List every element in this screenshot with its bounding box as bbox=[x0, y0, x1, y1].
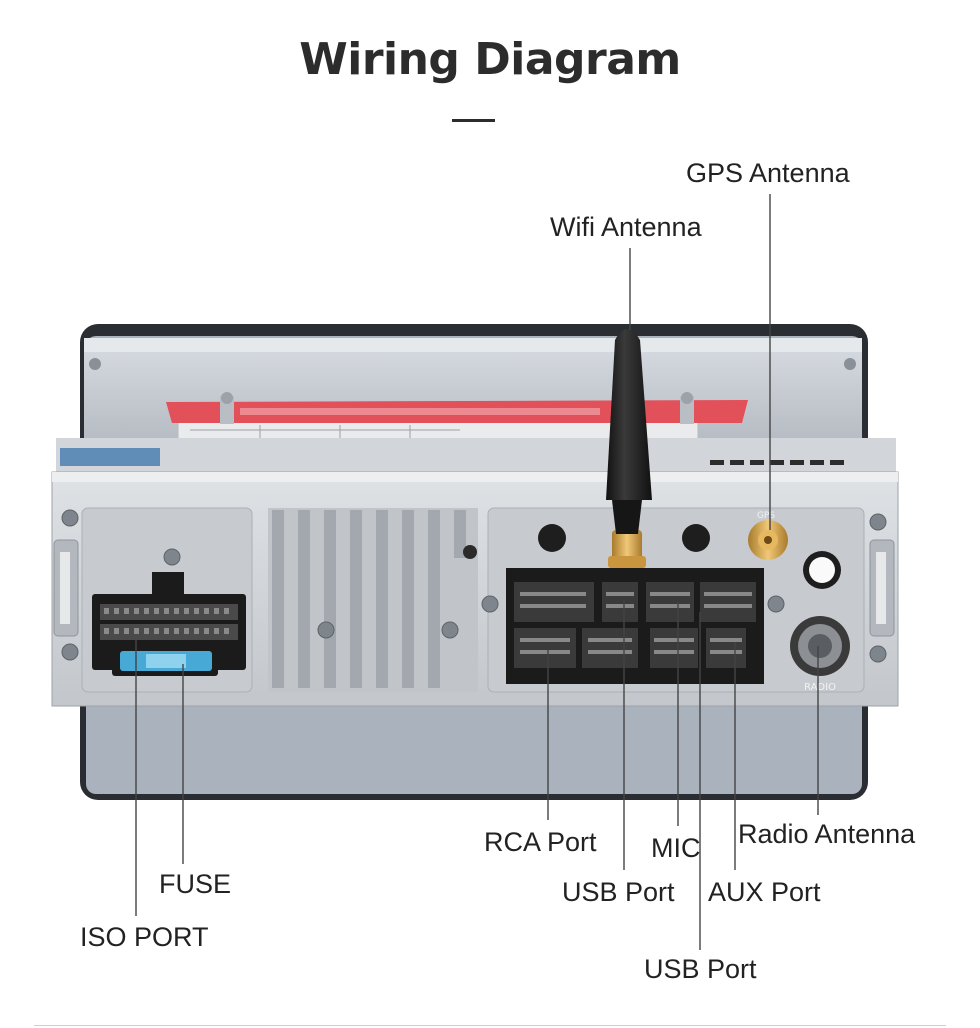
multi-connector-block bbox=[506, 568, 764, 684]
heatsink-fins bbox=[268, 508, 478, 692]
label-fuse: FUSE bbox=[159, 869, 232, 899]
leader-lines bbox=[135, 194, 819, 950]
label-iso-port: ISO PORT bbox=[80, 922, 209, 952]
gps-connector: GPS bbox=[748, 511, 788, 560]
label-aux-port: AUX Port bbox=[708, 877, 821, 907]
radio-antenna-socket: RADIO bbox=[790, 616, 850, 693]
screws bbox=[61, 509, 887, 663]
warning-sticker bbox=[166, 400, 748, 423]
vent-slots bbox=[710, 460, 844, 465]
label-usb-port-2: USB Port bbox=[644, 954, 757, 984]
label-rca-port: RCA Port bbox=[484, 827, 597, 857]
label-wifi-antenna: Wifi Antenna bbox=[550, 212, 702, 242]
label-gps-antenna: GPS Antenna bbox=[686, 158, 850, 188]
label-usb-port-1: USB Port bbox=[562, 877, 675, 907]
title-underline bbox=[452, 119, 495, 122]
wifi-antenna bbox=[606, 329, 652, 568]
label-radio-antenna: Radio Antenna bbox=[738, 819, 916, 849]
radio-marking: RADIO bbox=[804, 682, 836, 693]
gps-marking: GPS bbox=[757, 511, 775, 521]
fuse bbox=[112, 648, 218, 676]
label-mic: MIC bbox=[651, 833, 701, 863]
page-title: Wiring Diagram bbox=[299, 34, 681, 85]
bottom-divider bbox=[34, 1025, 946, 1026]
